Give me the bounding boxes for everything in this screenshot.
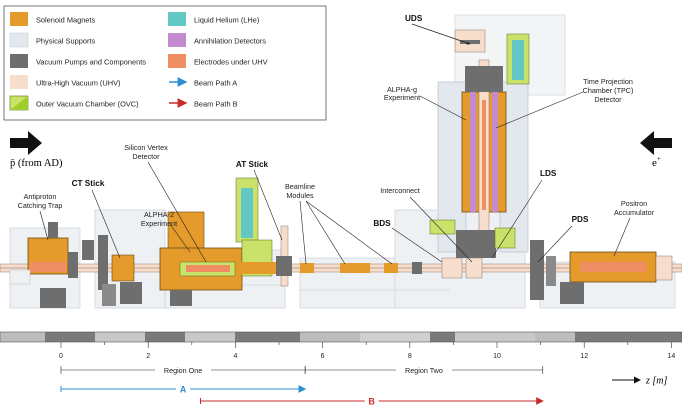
scale-segment bbox=[300, 332, 360, 342]
legend-label: Annihilation Detectors bbox=[194, 37, 266, 46]
legend-label: Physical Supports bbox=[36, 37, 95, 46]
lds-label: LDS bbox=[540, 169, 557, 178]
legend-swatch-accent bbox=[10, 96, 28, 110]
legend-swatch bbox=[10, 12, 28, 26]
accumulator-label-line2: Accumulator bbox=[614, 208, 655, 217]
scale-tick-label: 10 bbox=[493, 353, 501, 360]
legend-item: Beam Path A bbox=[169, 77, 237, 88]
beamline-modules bbox=[300, 262, 422, 274]
region-label: Region Two bbox=[405, 366, 443, 375]
at-stick-label: AT Stick bbox=[236, 160, 269, 169]
beamline-label-line2: Modules bbox=[286, 191, 314, 200]
legend-swatch bbox=[168, 54, 186, 68]
scale-tick-label: 8 bbox=[408, 353, 412, 360]
legend-label: Ultra-High Vacuum (UHV) bbox=[36, 79, 120, 88]
left-arrow-icon bbox=[640, 131, 672, 155]
catching-trap-label-line2: Catching Trap bbox=[18, 201, 63, 210]
svd-label-line2: Detector bbox=[132, 152, 160, 161]
pds-label: PDS bbox=[572, 215, 589, 224]
scale-tick-label: 14 bbox=[668, 353, 676, 360]
scale-segment bbox=[0, 332, 45, 342]
legend-label: Vacuum Pumps and Components bbox=[36, 58, 146, 67]
legend-item: Physical Supports bbox=[9, 32, 95, 48]
beam-path-label-bg bbox=[176, 383, 191, 394]
legend-label: Beam Path B bbox=[194, 100, 238, 109]
svd-label-line1: Silicon Vertex bbox=[124, 143, 168, 152]
scale-segment bbox=[145, 332, 185, 342]
region-label-bg bbox=[395, 365, 452, 375]
legend-swatch bbox=[10, 54, 28, 68]
region-label-bg bbox=[155, 365, 212, 375]
interconnect-label: Interconnect bbox=[380, 186, 420, 195]
legend-label: Outer Vacuum Chamber (OVC) bbox=[36, 100, 139, 109]
tpc-label-line3: Detector bbox=[594, 95, 622, 104]
tpc-label-line1: Time Projection bbox=[583, 77, 633, 86]
bds-label: BDS bbox=[373, 219, 391, 228]
positron-accumulator bbox=[530, 240, 673, 304]
positron-label: e+ bbox=[652, 155, 661, 169]
legend-label: Liquid Helium (LHe) bbox=[194, 16, 259, 25]
accumulator-label-line1: Positron bbox=[621, 199, 647, 208]
beam-path-label-bg bbox=[364, 395, 379, 406]
scale-segment bbox=[45, 332, 95, 342]
legend-item: Electrodes under UHV bbox=[168, 54, 268, 68]
legend-swatch bbox=[10, 75, 28, 89]
ct-stick-label: CT Stick bbox=[72, 179, 105, 188]
antiproton-label: p̄ (from AD) bbox=[10, 158, 63, 169]
scale-segment bbox=[535, 332, 575, 342]
scale-tick-label: 0 bbox=[59, 353, 63, 360]
callouts: UDS ALPHA-g Experiment Time Projection C… bbox=[18, 14, 655, 265]
legend-label: Electrodes under UHV bbox=[194, 58, 268, 67]
legend-item: Outer Vacuum Chamber (OVC) bbox=[9, 95, 139, 111]
legend-label: Solenoid Magnets bbox=[36, 16, 95, 25]
scale-segment bbox=[95, 332, 145, 342]
legend-item: Solenoid Magnets bbox=[10, 12, 95, 26]
right-arrow-icon bbox=[10, 131, 42, 155]
beam-path-label: B bbox=[368, 397, 375, 407]
scale-segment bbox=[360, 332, 430, 342]
catching-trap bbox=[9, 222, 94, 308]
scale-segment bbox=[185, 332, 235, 342]
uds-label: UDS bbox=[405, 14, 423, 23]
ct-stick bbox=[98, 235, 142, 306]
scale-segment bbox=[430, 332, 455, 342]
alpha-g-label-line1: ALPHA-g bbox=[387, 85, 417, 94]
alpha-2-experiment bbox=[159, 177, 280, 306]
legend-item: Vacuum Pumps and Components bbox=[10, 54, 146, 68]
at-stick bbox=[276, 225, 292, 287]
scale-frame bbox=[0, 331, 682, 343]
legend-item: Beam Path B bbox=[169, 98, 238, 109]
legend-swatch bbox=[9, 32, 29, 48]
alpha-g-label-line2: Experiment bbox=[384, 93, 420, 102]
catching-trap-label-line1: Antiproton bbox=[24, 192, 57, 201]
scale-segment bbox=[455, 332, 535, 342]
positron-direction: e+ bbox=[640, 131, 672, 169]
scale-tick-label: 2 bbox=[146, 353, 150, 360]
scale-tick-label: 12 bbox=[580, 353, 588, 360]
legend-swatch bbox=[168, 33, 186, 47]
legend-swatch bbox=[168, 12, 186, 26]
tpc-label-line2: Chamber (TPC) bbox=[583, 86, 634, 95]
alpha-2-label-line1: ALPHA-2 bbox=[144, 210, 174, 219]
scale-tick-label: 6 bbox=[321, 353, 325, 360]
alpha-g-experiment bbox=[429, 29, 530, 279]
z-unit-label: z [m] bbox=[645, 376, 668, 387]
antiproton-direction: p̄ (from AD) bbox=[10, 131, 63, 169]
beam-path-label: A bbox=[180, 385, 187, 395]
legend-label: Beam Path A bbox=[194, 79, 237, 88]
legend-item: Ultra-High Vacuum (UHV) bbox=[10, 75, 120, 89]
alpha-2-label-line2: Experiment bbox=[141, 219, 177, 228]
scale-tick-label: 4 bbox=[233, 353, 237, 360]
legend-item: Annihilation Detectors bbox=[168, 33, 266, 47]
region-label: Region One bbox=[164, 366, 202, 375]
scale-segment bbox=[575, 332, 682, 342]
scale-segment bbox=[235, 332, 300, 342]
legend-item: Liquid Helium (LHe) bbox=[168, 12, 259, 26]
beamline-label-line1: Beamline bbox=[285, 182, 315, 191]
